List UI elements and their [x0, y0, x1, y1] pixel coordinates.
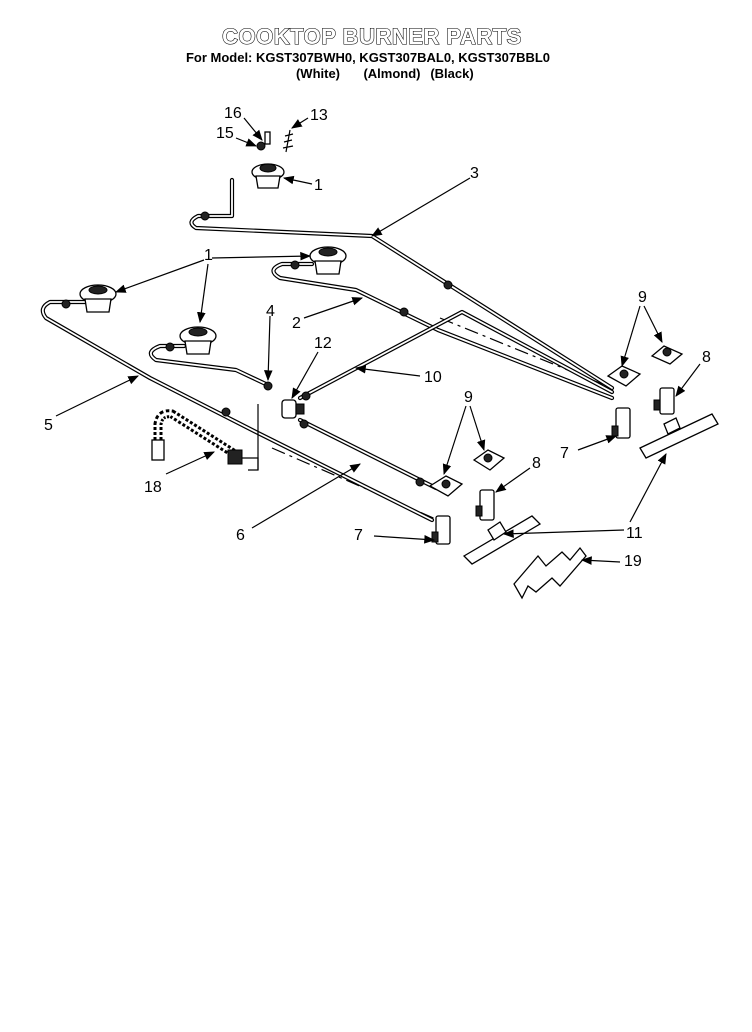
- callout-8-right: 8: [702, 349, 711, 366]
- callout-9-left: 9: [464, 389, 473, 406]
- burner-tube-3: [189, 177, 615, 391]
- bracket-19: [513, 546, 587, 600]
- burner-rear-right: [309, 246, 347, 275]
- callout-19: 19: [624, 553, 642, 570]
- callout-11: 11: [626, 525, 643, 542]
- alignment-line-lower: [271, 447, 439, 521]
- callout-2: 2: [292, 315, 301, 332]
- callout-7-left: 7: [354, 527, 363, 544]
- burner-tube-5: [40, 299, 435, 523]
- burner-tube-2: [271, 260, 615, 401]
- connector-12: [281, 391, 311, 429]
- callout-7-right: 7: [560, 445, 569, 462]
- burner-tube-4: [148, 342, 273, 391]
- callout-13: 13: [310, 107, 328, 124]
- callout-6: 6: [236, 527, 245, 544]
- burner-rear-left: [79, 284, 117, 313]
- callout-3: 3: [470, 165, 479, 182]
- leader-lines: [55, 117, 701, 565]
- callout-15: 15: [216, 125, 234, 142]
- burner-front-left: [179, 326, 217, 355]
- callout-8-left: 8: [532, 455, 541, 472]
- color-black: (Black): [430, 66, 473, 81]
- valve-assembly-right: [606, 345, 719, 459]
- callout-9-right: 9: [638, 289, 647, 306]
- color-almond: (Almond): [363, 66, 420, 81]
- valve-assembly-left: [428, 449, 542, 565]
- callout-12: 12: [314, 335, 332, 352]
- manifold-tube-10: [297, 309, 615, 401]
- model-line: For Model: KGST307BWH0, KGST307BAL0, KGS…: [186, 50, 550, 65]
- burner-top: [251, 129, 294, 189]
- callout-5: 5: [44, 417, 53, 434]
- flex-hose-18: [151, 404, 259, 471]
- callout-10: 10: [424, 369, 442, 386]
- color-white: (White): [296, 66, 340, 81]
- page-title: COOKTOP BURNER PARTS: [222, 24, 522, 49]
- callout-1-mid: 1: [204, 247, 213, 264]
- callout-4: 4: [266, 303, 275, 320]
- callout-18: 18: [144, 479, 162, 496]
- manifold-tube-6: [297, 417, 439, 491]
- callout-16: 16: [224, 105, 242, 122]
- callout-1-top: 1: [314, 177, 323, 194]
